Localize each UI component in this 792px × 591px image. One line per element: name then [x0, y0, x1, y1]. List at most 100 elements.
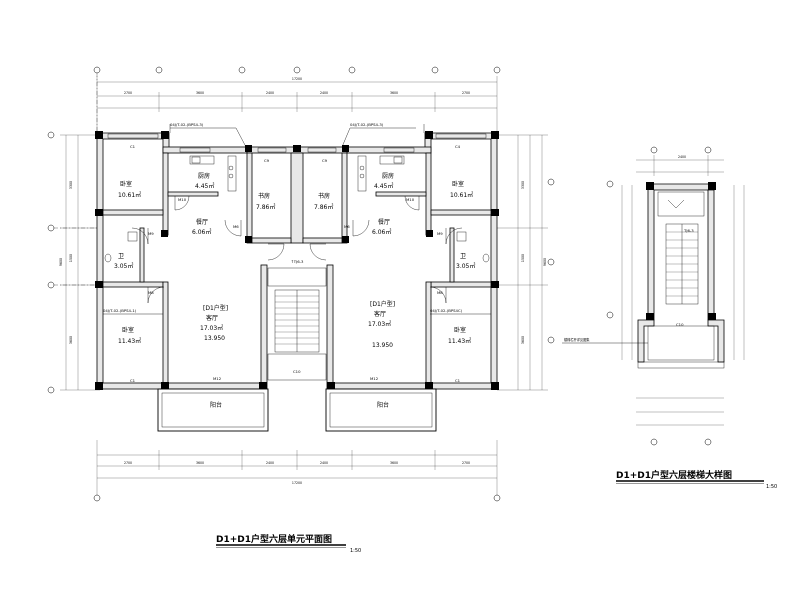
- top-dim-6: 2700: [462, 91, 470, 95]
- room-kitchen-l-name: 厨房: [198, 172, 210, 180]
- bottom-dim-1: 2700: [124, 461, 132, 465]
- room-balcony-left-name: 阳台: [210, 401, 222, 409]
- right-dimension-chain: 3300 1500 3600 9600: [497, 134, 555, 391]
- door-m6-l: M6: [233, 224, 239, 229]
- door-swings: [131, 195, 463, 304]
- outer-walls: [96, 132, 498, 390]
- room-living-l-elev: 13.950: [204, 335, 225, 342]
- right-dim-1: 3300: [521, 181, 525, 189]
- top-dim-3: 2400: [266, 91, 274, 95]
- right-total: 9600: [543, 258, 547, 266]
- room-study-l-area: 7.86㎡: [256, 203, 275, 211]
- window-c4-tr: C4: [455, 144, 461, 149]
- room-dining-r-area: 6.06㎡: [372, 228, 391, 236]
- door-m12-l: M12: [213, 376, 222, 381]
- top-dim-5: 3600: [390, 91, 398, 95]
- window-c9-l: C9: [264, 158, 270, 163]
- door-m10-r: M10: [406, 197, 415, 202]
- bottom-dim-4: 2400: [320, 461, 328, 465]
- main-floor-plan: 17200 2700 3600 2400 2400 3600 2700: [47, 66, 555, 554]
- window-c9-r: C9: [322, 158, 328, 163]
- left-dim-1: 3300: [69, 181, 73, 189]
- top-total-dimension: 17200: [292, 77, 302, 81]
- detail-note: 楼梯栏杆详见图集: [564, 337, 590, 342]
- room-dining-l-name: 餐厅: [196, 218, 208, 226]
- room-living-r-elev: 13.950: [372, 342, 393, 349]
- bottom-dim-2: 3600: [196, 461, 204, 465]
- left-dimension-chain: 3300 1500 3600 9600: [47, 131, 100, 394]
- top-windows: [107, 124, 487, 153]
- bottom-dimension-chain: 2700 3600 2400 2400 3600 2700 17200: [93, 440, 501, 502]
- detail-ref-left: 04J/T-02-(BPS4-3): [170, 122, 204, 127]
- room-labels: 卧室 10.61㎡ 卧室 10.61㎡ 厨房 4.45㎡ 厨房 4.45㎡ 书房…: [114, 172, 475, 349]
- balconies: 阳台 阳台: [157, 388, 437, 432]
- room-bed-tl-name: 卧室: [120, 180, 132, 188]
- room-dining-r-name: 餐厅: [378, 218, 390, 226]
- room-bed-tr-area: 10.61㎡: [450, 191, 473, 199]
- detail-stair-label: TJ6-3: [683, 228, 694, 233]
- room-study-r-area: 7.86㎡: [314, 203, 333, 211]
- detail-ref-mid-left: 04J/T-02-(BPS4-1): [103, 308, 137, 313]
- door-m8-r: M8: [437, 290, 443, 295]
- detail-ref-right: 04J/T-02-(BPS4-3): [350, 122, 384, 127]
- room-kitchen-r-area: 4.45㎡: [374, 182, 393, 190]
- door-m12-r: M12: [370, 376, 379, 381]
- door-m6-r: M6: [344, 224, 350, 229]
- window-c10: C10: [293, 369, 301, 374]
- top-dim-2: 3600: [196, 91, 204, 95]
- top-dim-4: 2400: [320, 91, 328, 95]
- room-living-r-area: 17.03㎡: [368, 320, 391, 328]
- room-kitchen-l-area: 4.45㎡: [195, 182, 214, 190]
- bottom-dim-3: 2400: [266, 461, 274, 465]
- detail-window: C10: [676, 322, 684, 327]
- top-dim-1: 2700: [124, 91, 132, 95]
- room-bed-tr-name: 卧室: [452, 180, 464, 188]
- room-bath-l-area: 3.05㎡: [114, 262, 133, 270]
- left-total: 9600: [59, 258, 63, 266]
- room-bed-bl-area: 11.43㎡: [118, 337, 141, 345]
- room-study-r-name: 书房: [318, 192, 330, 200]
- detail-title: D1+D1户型六层楼梯大样图: [616, 469, 732, 481]
- unit-label-right: [D1户型]: [370, 300, 395, 308]
- door-m9-r: M9: [437, 231, 443, 236]
- room-living-l-area: 17.03㎡: [200, 324, 223, 332]
- structural-columns: [95, 131, 499, 390]
- stair-detail: 2400 TJ6-3: [562, 146, 777, 490]
- detail-top-dim: 2400: [678, 155, 686, 159]
- room-living-r-name: 客厅: [374, 310, 386, 318]
- central-stair: ↑TJ6-3: [267, 259, 327, 381]
- plan-scale: 1:50: [350, 548, 361, 554]
- detail-scale: 1:50: [766, 484, 777, 490]
- door-m10-l: M10: [178, 197, 187, 202]
- stair-label: ↑TJ6-3: [291, 259, 304, 264]
- room-bath-l-name: 卫: [118, 253, 124, 260]
- room-bed-br-name: 卧室: [454, 326, 466, 334]
- kitchen-fixtures: [189, 155, 405, 192]
- grid-axes: [54, 73, 98, 286]
- plan-title: D1+D1户型六层单元平面图: [216, 533, 332, 545]
- bottom-dim-5: 3600: [390, 461, 398, 465]
- room-bath-r-name: 卫: [460, 253, 466, 260]
- room-kitchen-r-name: 厨房: [382, 172, 394, 180]
- window-c1-br: C1: [455, 378, 461, 383]
- room-bed-bl-name: 卧室: [122, 326, 134, 334]
- room-bed-br-area: 11.43㎡: [448, 337, 471, 345]
- top-dimension-chain: 17200 2700 3600 2400 2400 3600 2700: [93, 66, 501, 140]
- left-dim-3: 3600: [69, 336, 73, 344]
- bottom-dim-6: 2700: [462, 461, 470, 465]
- room-bath-r-area: 3.05㎡: [456, 262, 475, 270]
- unit-label-left: [D1户型]: [203, 304, 228, 312]
- room-balcony-right-name: 阳台: [377, 401, 389, 409]
- right-dim-2: 1500: [521, 254, 525, 262]
- door-m8-l: M8: [148, 290, 154, 295]
- room-bed-tl-area: 10.61㎡: [118, 191, 141, 199]
- room-dining-l-area: 6.06㎡: [192, 228, 211, 236]
- left-dim-2: 1500: [69, 254, 73, 262]
- bottom-total-dimension: 17200: [292, 481, 302, 485]
- right-dim-3: 3600: [521, 336, 525, 344]
- window-c1-tl: C1: [130, 144, 136, 149]
- room-living-l-name: 客厅: [206, 314, 218, 322]
- bath-fixtures: [104, 231, 490, 263]
- detail-ref-mid-right: 04J/T-02-(BPS4C): [430, 308, 463, 313]
